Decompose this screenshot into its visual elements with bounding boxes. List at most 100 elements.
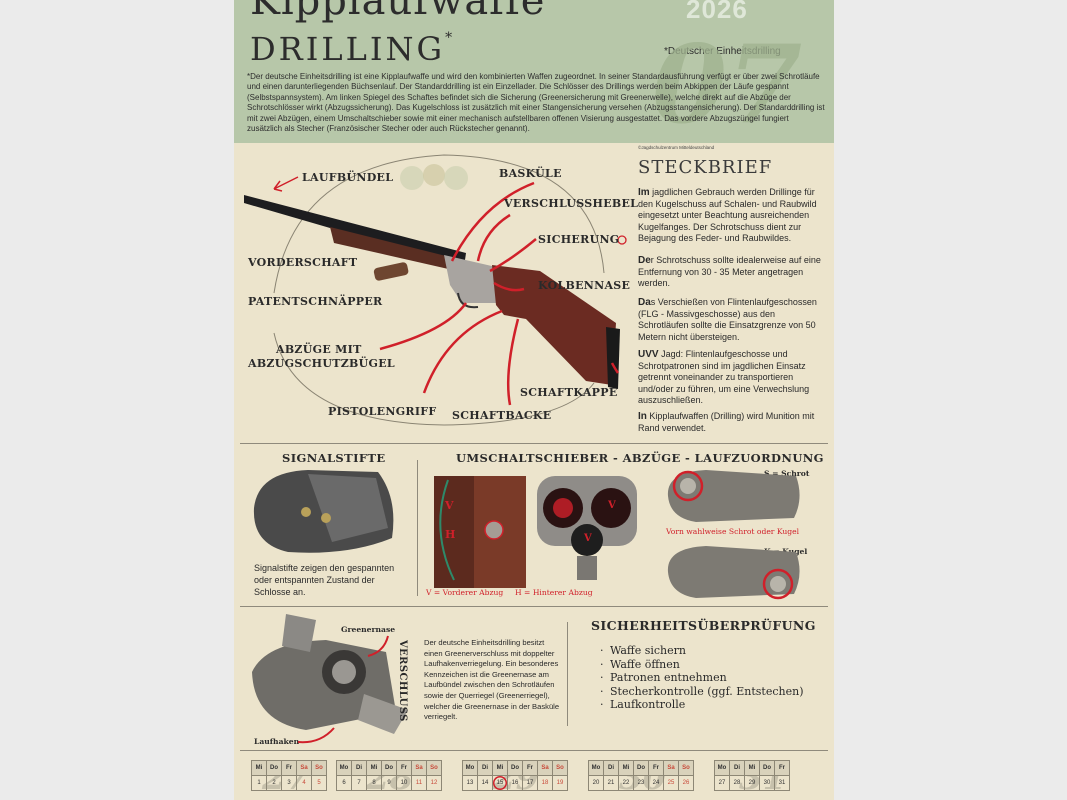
action-shape [444,255,500,303]
calendar-day: 7 [351,775,367,791]
divider-2 [240,606,828,607]
label-greenernase: Greenernase [341,625,396,634]
label-schaftkappe: SCHAFTKAPPE [520,386,618,399]
calendar-day: 31 [774,775,790,791]
buttplate-shape [606,327,620,389]
signalstifte-text: Signalstifte zeigen den gespannten oder … [254,563,395,597]
sicherung-circle-icon [617,235,627,245]
intro-text: *Der deutsche Einheitsdrilling ist eine … [247,72,825,134]
year-label: 2026 [686,0,748,24]
label-h-trigger: H = Hinterer Abzug [515,588,593,597]
calendar-day: 22 [618,775,634,791]
calendar-day: 30 [759,775,775,791]
divider-v-1 [417,460,418,596]
mark-v-trigger: V [445,499,454,512]
forend-shape [330,227,466,273]
calendar-day: 25 [663,775,679,791]
steckbrief-para-4: UVV Jagd: Flintenlaufgeschosse und Schro… [638,349,810,406]
poster-subtitle: DRILLING* [250,30,456,68]
selector-kugel-image [667,546,800,600]
subtitle-note: *Deutscher Einheitsdrilling [664,46,781,57]
calendar-day: 3 [281,775,297,791]
label-verschlusshebel: VERSCHLUSSHEBEL [504,197,639,210]
calendar-day: 16 [507,775,523,791]
poster-title: Kipplaufwaffe [250,0,546,24]
muzzle-image [537,476,637,580]
mark-v-muzzle-bottom: V [584,533,592,544]
mark-v-muzzle-right: V [608,500,616,511]
divider-1 [240,443,828,444]
divider-v-2 [567,622,568,726]
greenernase-arrow [367,635,389,657]
calendar-day: 24 [648,775,664,791]
calendar-day: 27 [714,775,730,791]
label-abzuege-line2: ABZUGSCHUTZBÜGEL [248,357,395,370]
calendar-day: 17 [522,775,538,791]
selector-schrot-image [667,470,800,522]
mark-h-trigger: H [445,528,456,541]
sicherheit-title: SICHERHEITSÜBERPRÜFUNG [591,618,816,633]
diagram-arc-bottom [273,332,595,426]
latch-shape [373,262,409,281]
label-kolbennase: KOLBENNASE [538,279,631,292]
calendar-day: 21 [603,775,619,791]
label-baskuele: BASKÜLE [499,167,562,180]
verschluss-title: VERSCHLUSS [397,640,408,722]
calendar-day: 19 [552,775,568,791]
calendar-day: 4 [296,775,312,791]
stock-shape [492,265,616,385]
checklist-item: ·Waffe öffnen [600,657,680,671]
calendar-day-highlighted: 15 [492,775,508,791]
calendar-day: 2 [266,775,282,791]
steckbrief-para-5: In Kipplaufwaffen (Drilling) wird Muniti… [638,411,815,433]
calendar-day: 6 [336,775,352,791]
calendar-day: 23 [633,775,649,791]
crest-icon [444,166,468,190]
checklist-item: ·Patronen entnehmen [600,671,727,685]
label-pistolengriff: PISTOLENGRIFF [328,405,437,418]
checklist-item: ·Waffe sichern [600,644,686,657]
gun-diagram [244,154,627,426]
red-arrows [379,181,620,406]
trigger-image [434,476,526,588]
checklist-item: ·Laufkontrolle [600,698,686,712]
calendar-day: 18 [537,775,553,791]
label-sicherung: SICHERUNG [538,233,620,246]
label-v-trigger: V = Vorderer Abzug [426,588,504,597]
calendar-day: 26 [678,775,694,791]
calendar-day: 28 [729,775,745,791]
label-schaftbacke: SCHAFTBACKE [452,409,552,422]
crest-icon [400,166,424,190]
label-abzuege-line1: ABZÜGE MIT [276,343,362,356]
laufbuendel-arrow [273,176,299,192]
label-vorn-wahlweise: Vorn wahlweise Schrot oder Kugel [666,527,800,536]
checklist-item: ·Stecherkontrolle (ggf. Entstechen) [600,684,804,698]
header-band [234,0,834,143]
calendar-day: 10 [396,775,412,791]
calendar-day: 29 [744,775,760,791]
calendar-day: 9 [381,775,397,791]
label-patentschnaepper: PATENTSCHNÄPPER [248,295,383,308]
month-number: 07 [652,22,803,148]
label-laufbuendel: LAUFBÜNDEL [302,171,394,184]
laufhaken-arrow [297,727,335,744]
umschalt-title: UMSCHALTSCHIEBER - ABZÜGE - LAUFZUORDNUN… [456,451,824,465]
steckbrief-para-2: Der Schrotschuss sollte idealerweise auf… [638,255,821,289]
crest-icon [423,164,445,186]
label-laufhaken: Laufhaken [254,737,300,746]
label-s-schrot: S = Schrot [764,469,810,478]
signalstifte-title: SIGNALSTIFTE [282,451,386,465]
steckbrief-para-3: Das Verschießen von Flintenlaufgeschosse… [638,297,817,342]
verschluss-text: Der deutsche Einheitsdrilling besitzt ei… [424,638,560,722]
steckbrief-title: STECKBRIEF [638,157,773,178]
calendar-day: 11 [411,775,427,791]
credit-text: ©Jagdschulzentrum Mitteldeutschland [638,145,715,150]
calendar-day: 5 [311,775,327,791]
calendar-day: 20 [588,775,604,791]
calendar-day: 13 [462,775,478,791]
calendar-day: 14 [477,775,493,791]
